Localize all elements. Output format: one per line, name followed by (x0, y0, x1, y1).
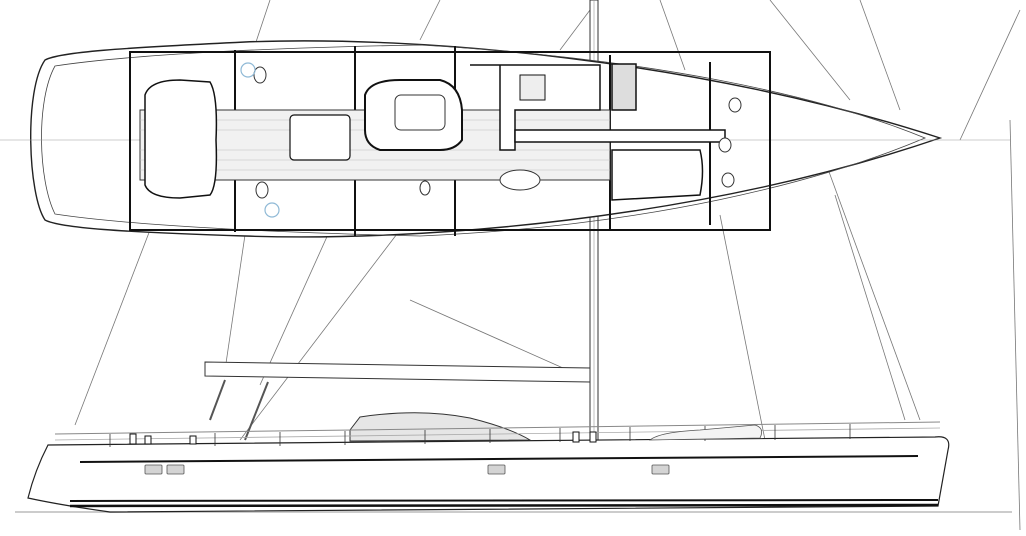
saloon-table (289, 114, 351, 161)
interior-outline (129, 51, 771, 231)
sink (264, 202, 280, 218)
toilet (253, 66, 267, 84)
sink (240, 62, 256, 78)
winch (189, 435, 197, 445)
winch (572, 431, 580, 443)
toilet (721, 172, 735, 188)
boom (204, 361, 591, 441)
toilet (728, 97, 742, 113)
deckhouse (349, 412, 532, 442)
porthole (166, 464, 185, 475)
winch (129, 433, 137, 445)
stove (519, 74, 546, 101)
porthole (651, 464, 670, 475)
toilet (419, 180, 431, 196)
galley (470, 64, 601, 151)
forward-berth (611, 149, 704, 201)
porthole (487, 464, 506, 475)
winch (144, 435, 152, 445)
deck-plan-view (0, 40, 1010, 238)
toilet (718, 137, 732, 153)
dinghy (648, 424, 763, 441)
toilet (255, 181, 269, 199)
winch (589, 431, 597, 443)
profile-view (15, 412, 1012, 513)
porthole (144, 464, 163, 475)
aft-berth (144, 79, 218, 199)
